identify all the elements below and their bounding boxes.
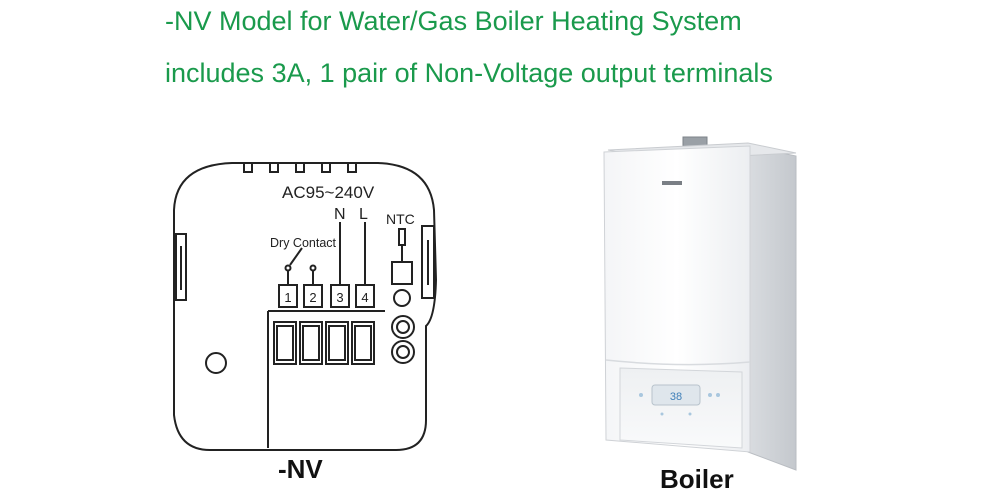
- headline-terminals: includes 3A, 1 pair of Non-Voltage outpu…: [165, 58, 773, 88]
- boiler-display-value: 38: [670, 391, 682, 403]
- boiler-caption: Boiler: [660, 464, 734, 494]
- boiler-illustration: 38: [603, 136, 797, 471]
- thermostat-top-tabs: [243, 162, 357, 173]
- boiler-panel-seam: [605, 359, 751, 366]
- ntc-sensor: [391, 228, 413, 307]
- terminal-slots: [273, 321, 375, 365]
- screw-hole: [205, 352, 227, 374]
- dry-contact-wiring: [284, 247, 317, 285]
- right-mounting-clip: [421, 225, 435, 299]
- headline-model: -NV Model for Water/Gas Boiler Heating S…: [165, 6, 742, 36]
- boiler-brand-logo: [662, 181, 682, 185]
- terminal-4-label: 4: [361, 290, 368, 305]
- dry-contact-label: Dry Contact: [270, 236, 337, 250]
- boiler-flue-pipe: [682, 136, 708, 147]
- terminal-1-label: 1: [284, 290, 291, 305]
- terminal-2-label: 2: [309, 290, 316, 305]
- boiler-display: [651, 384, 701, 406]
- thermostat-housing-outline: [173, 162, 438, 451]
- terminal-boxes: [278, 284, 375, 308]
- boiler-side-panel: [747, 145, 797, 471]
- sensor-sockets: [391, 315, 415, 364]
- terminal-3-label: 3: [336, 290, 343, 305]
- ntc-label: NTC: [386, 211, 415, 227]
- thermostat-wiring-diagram: [173, 162, 438, 451]
- boiler-control-panel: [619, 367, 743, 449]
- neutral-label: N: [334, 206, 346, 223]
- thermostat-caption: -NV: [278, 454, 323, 484]
- boiler-control-buttons: [639, 393, 720, 416]
- left-mounting-clip: [175, 233, 187, 301]
- supply-voltage-label: AC95~240V: [282, 183, 375, 202]
- live-label: L: [359, 206, 368, 223]
